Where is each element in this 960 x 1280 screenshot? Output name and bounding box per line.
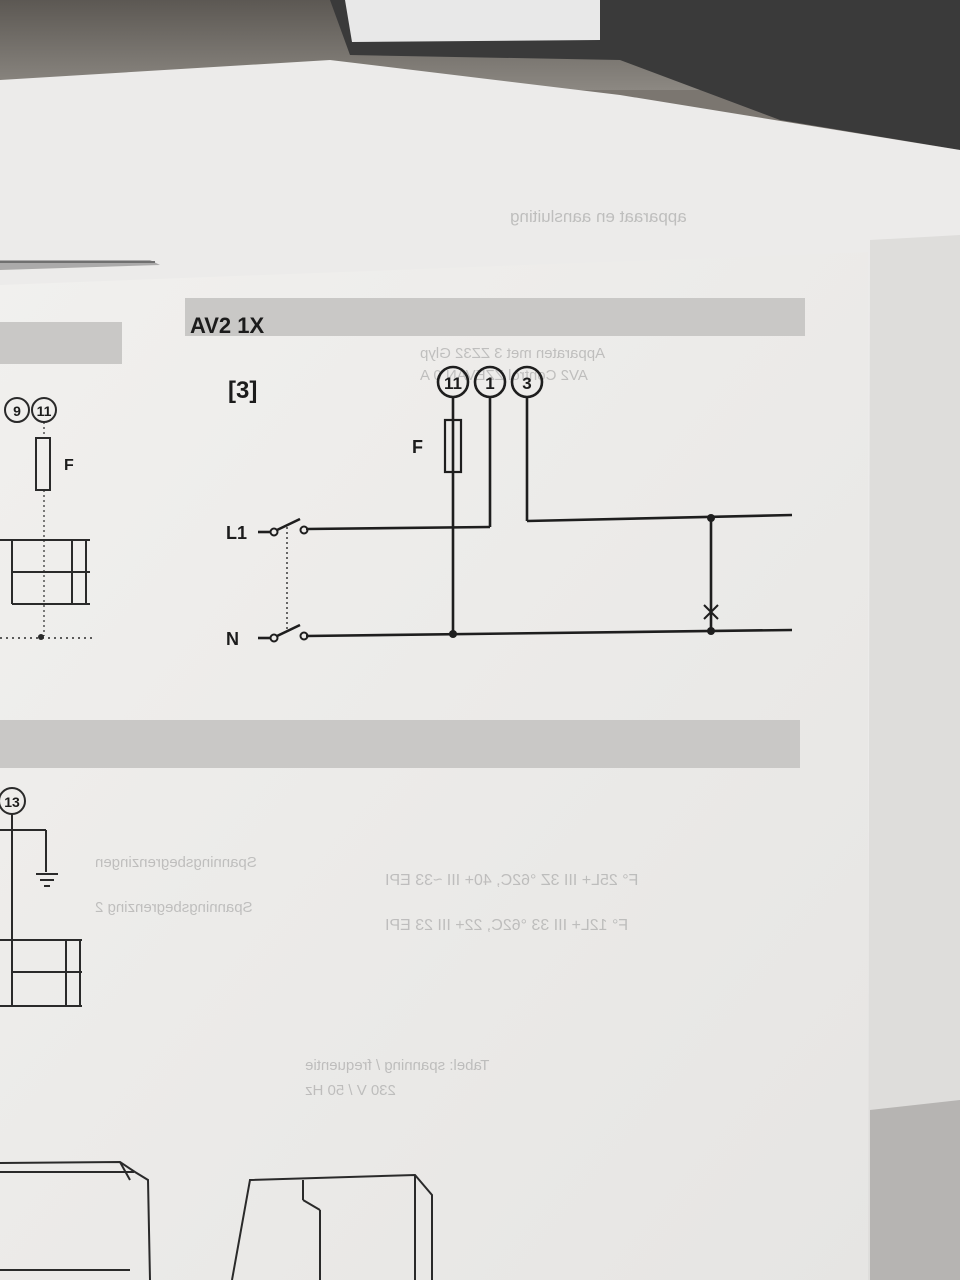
left-diagram-lower (0, 787, 82, 1007)
fuse-label: F (412, 437, 423, 457)
line-label-n: N (226, 629, 239, 649)
section-title-band (185, 298, 805, 336)
bleed-line-7: Spanningsbegrenzing 2 (95, 899, 253, 916)
under-sheet (868, 235, 960, 1280)
bleed-line-1: apparaat en aansluiting (510, 207, 687, 226)
lower-title-band (0, 720, 800, 768)
wiring-diagram (258, 365, 793, 643)
terminal-3-label: 3 (522, 374, 531, 393)
bleed-through-text: apparaat en aansluiting AV2 Control ZZEV… (95, 207, 687, 1099)
terminal-1-circle (473, 365, 507, 399)
device-box (330, 0, 960, 150)
bleed-line-5: F° 12L+ III 33 °62C, 22+ III 23 EPI (385, 917, 628, 934)
bleed-line-8: Tabel: spanning / frequentie (305, 1057, 489, 1074)
left-terminal-9-label: 9 (13, 403, 21, 419)
terminal-11-circle (436, 365, 470, 399)
device-outline-drawings (0, 1160, 433, 1280)
line-label-l1: L1 (226, 523, 247, 543)
cross-mark (703, 604, 719, 620)
terminal-3-circle (510, 365, 544, 399)
bleed-line-4: F° 25L+ III 3Z °62C, 40+ III ~33 EPI (385, 872, 638, 889)
left-terminal-11-label: 11 (37, 403, 52, 419)
terminal-11-label: 11 (444, 374, 462, 393)
terminal-1-label: 1 (485, 374, 494, 393)
figure-ref: [3] (228, 377, 257, 404)
left-fuse-label: F (64, 457, 74, 474)
bleed-line-3: Apparaten met 3 ZZ32 Glyp (420, 345, 605, 362)
section-title: AV2 1X (190, 313, 265, 338)
left-title-band (0, 322, 122, 364)
bleed-line-6: Spanningsbegrenzingen (95, 854, 257, 871)
left-terminal-13-label: 13 (4, 794, 20, 810)
junction-dots (449, 514, 715, 638)
left-diagram-upper (0, 397, 92, 639)
bleed-line-9: 230 V / 50 Hz (305, 1082, 396, 1099)
